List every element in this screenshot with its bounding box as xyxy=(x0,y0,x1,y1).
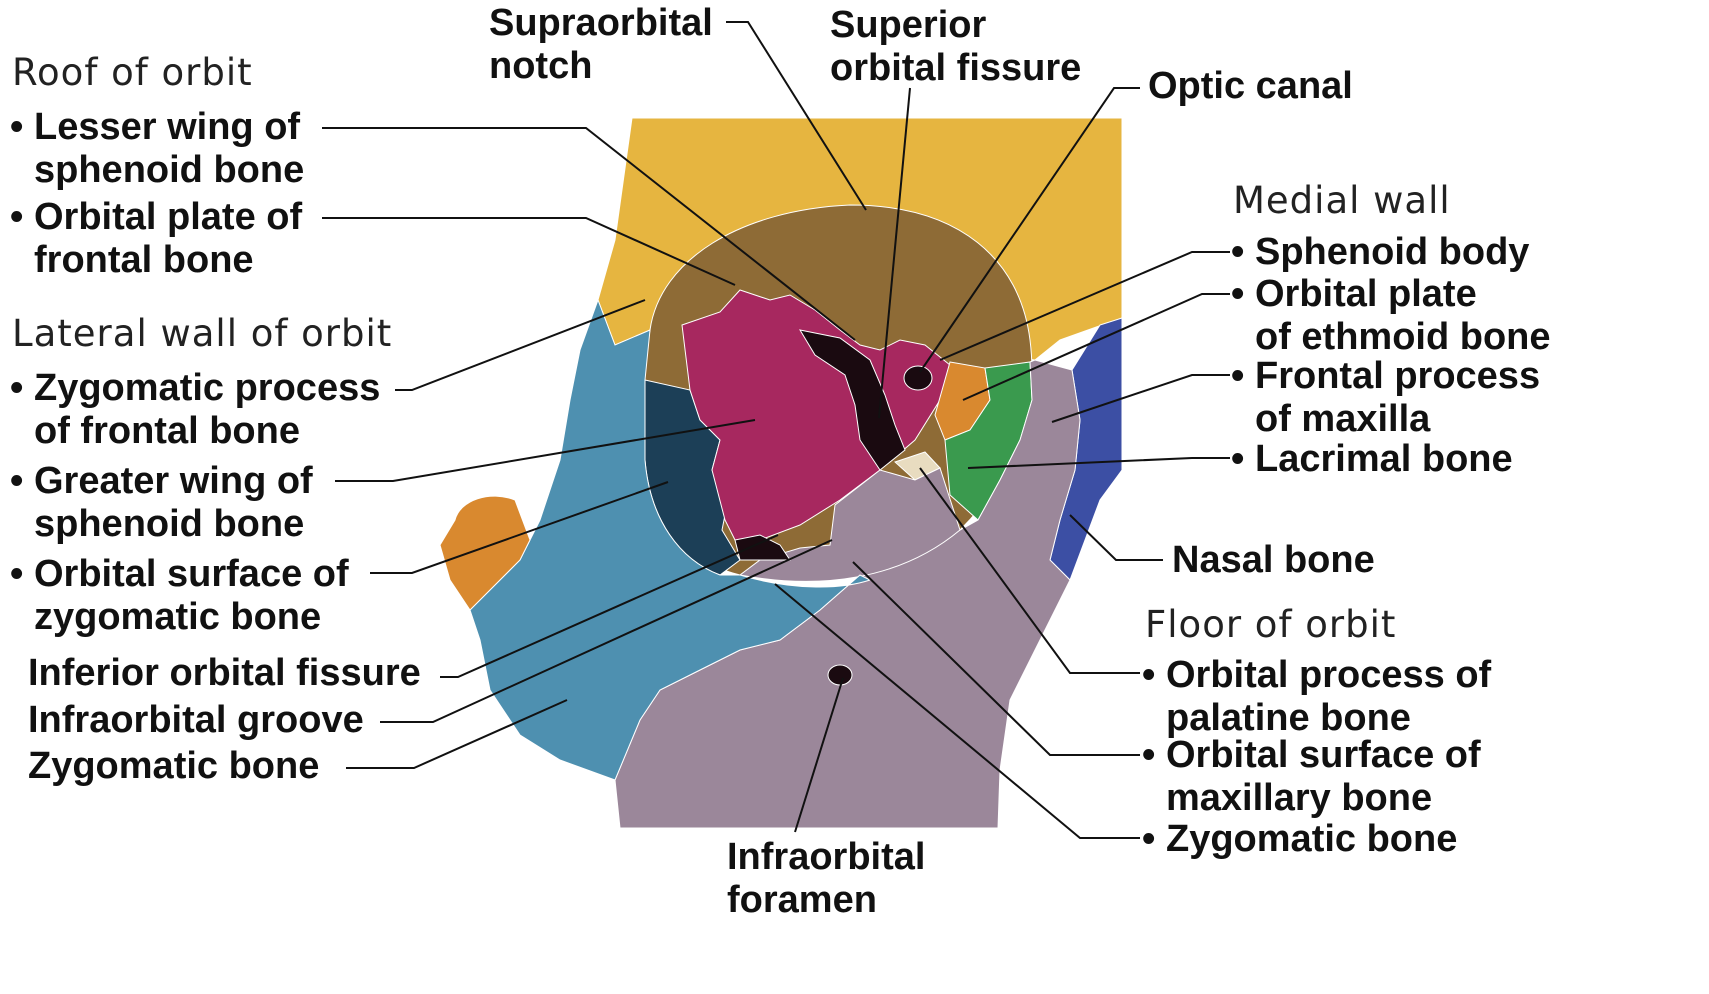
label-line: zygomatic bone xyxy=(34,596,349,639)
label-lesser-wing: Lesser wing of sphenoid bone xyxy=(34,106,304,192)
bullet: • xyxy=(1142,818,1155,861)
optic-canal-hole xyxy=(904,366,932,390)
bullet: • xyxy=(1231,273,1244,316)
label-line: of ethmoid bone xyxy=(1255,316,1551,359)
label-line: Lesser wing of xyxy=(34,106,304,149)
bullet: • xyxy=(10,553,23,596)
label-greater-wing: Greater wing of sphenoid bone xyxy=(34,460,313,546)
label-line: orbital fissure xyxy=(830,47,1081,90)
label-line: Frontal process xyxy=(1255,355,1540,398)
label-line: Infraorbital xyxy=(727,836,925,879)
label-zygomatic-bone-left: Zygomatic bone xyxy=(28,745,319,788)
label-line: of frontal bone xyxy=(34,410,380,453)
label-line: sphenoid bone xyxy=(34,149,304,192)
label-orbital-process-palatine: Orbital process of palatine bone xyxy=(1166,654,1491,740)
label-line: notch xyxy=(489,45,713,88)
bullet: • xyxy=(10,367,23,410)
label-line: sphenoid bone xyxy=(34,503,313,546)
label-zygomatic-process: Zygomatic process of frontal bone xyxy=(34,367,380,453)
label-lacrimal-bone: Lacrimal bone xyxy=(1255,438,1513,481)
header-medial-wall: Medial wall xyxy=(1233,180,1451,222)
label-line: Orbital plate xyxy=(1255,273,1551,316)
label-line: Orbital process of xyxy=(1166,654,1491,697)
bullet: • xyxy=(10,460,23,503)
label-frontal-process-maxilla: Frontal process of maxilla xyxy=(1255,355,1540,441)
label-inferior-orbital-fissure: Inferior orbital fissure xyxy=(28,652,421,695)
label-orbital-surface-maxillary: Orbital surface of maxillary bone xyxy=(1166,734,1481,820)
label-infraorbital-groove: Infraorbital groove xyxy=(28,699,364,742)
bullet: • xyxy=(1142,734,1155,777)
label-line: Orbital plate of xyxy=(34,196,302,239)
label-zygomatic-bone-right: Zygomatic bone xyxy=(1166,818,1457,861)
label-line: foramen xyxy=(727,879,925,922)
label-line: Supraorbital xyxy=(489,2,713,45)
label-line: Orbital surface of xyxy=(1166,734,1481,777)
bullet: • xyxy=(1231,231,1244,274)
bullet: • xyxy=(10,196,23,239)
bullet: • xyxy=(1231,355,1244,398)
label-line: of maxilla xyxy=(1255,398,1540,441)
label-sphenoid-body: Sphenoid body xyxy=(1255,231,1529,274)
label-line: frontal bone xyxy=(34,239,302,282)
label-line: Greater wing of xyxy=(34,460,313,503)
label-line: Zygomatic process xyxy=(34,367,380,410)
header-floor-of-orbit: Floor of orbit xyxy=(1145,604,1396,646)
label-superior-orbital-fissure: Superior orbital fissure xyxy=(830,4,1081,90)
label-infraorbital-foramen: Infraorbital foramen xyxy=(727,836,925,922)
header-roof-of-orbit: Roof of orbit xyxy=(12,52,253,94)
label-orbital-surface-zygomatic: Orbital surface of zygomatic bone xyxy=(34,553,349,639)
label-supraorbital-notch: Supraorbital notch xyxy=(489,2,713,88)
bullet: • xyxy=(10,106,23,149)
bullet: • xyxy=(1142,654,1155,697)
label-line: Superior xyxy=(830,4,1081,47)
label-optic-canal: Optic canal xyxy=(1148,65,1353,108)
header-lateral-wall: Lateral wall of orbit xyxy=(12,313,392,355)
label-nasal-bone: Nasal bone xyxy=(1172,539,1375,582)
label-line: Orbital surface of xyxy=(34,553,349,596)
label-orbital-plate-frontal: Orbital plate of frontal bone xyxy=(34,196,302,282)
infraorbital-foramen-hole xyxy=(828,665,852,685)
label-line: maxillary bone xyxy=(1166,777,1481,820)
label-orbital-plate-ethmoid: Orbital plate of ethmoid bone xyxy=(1255,273,1551,359)
bullet: • xyxy=(1231,438,1244,481)
